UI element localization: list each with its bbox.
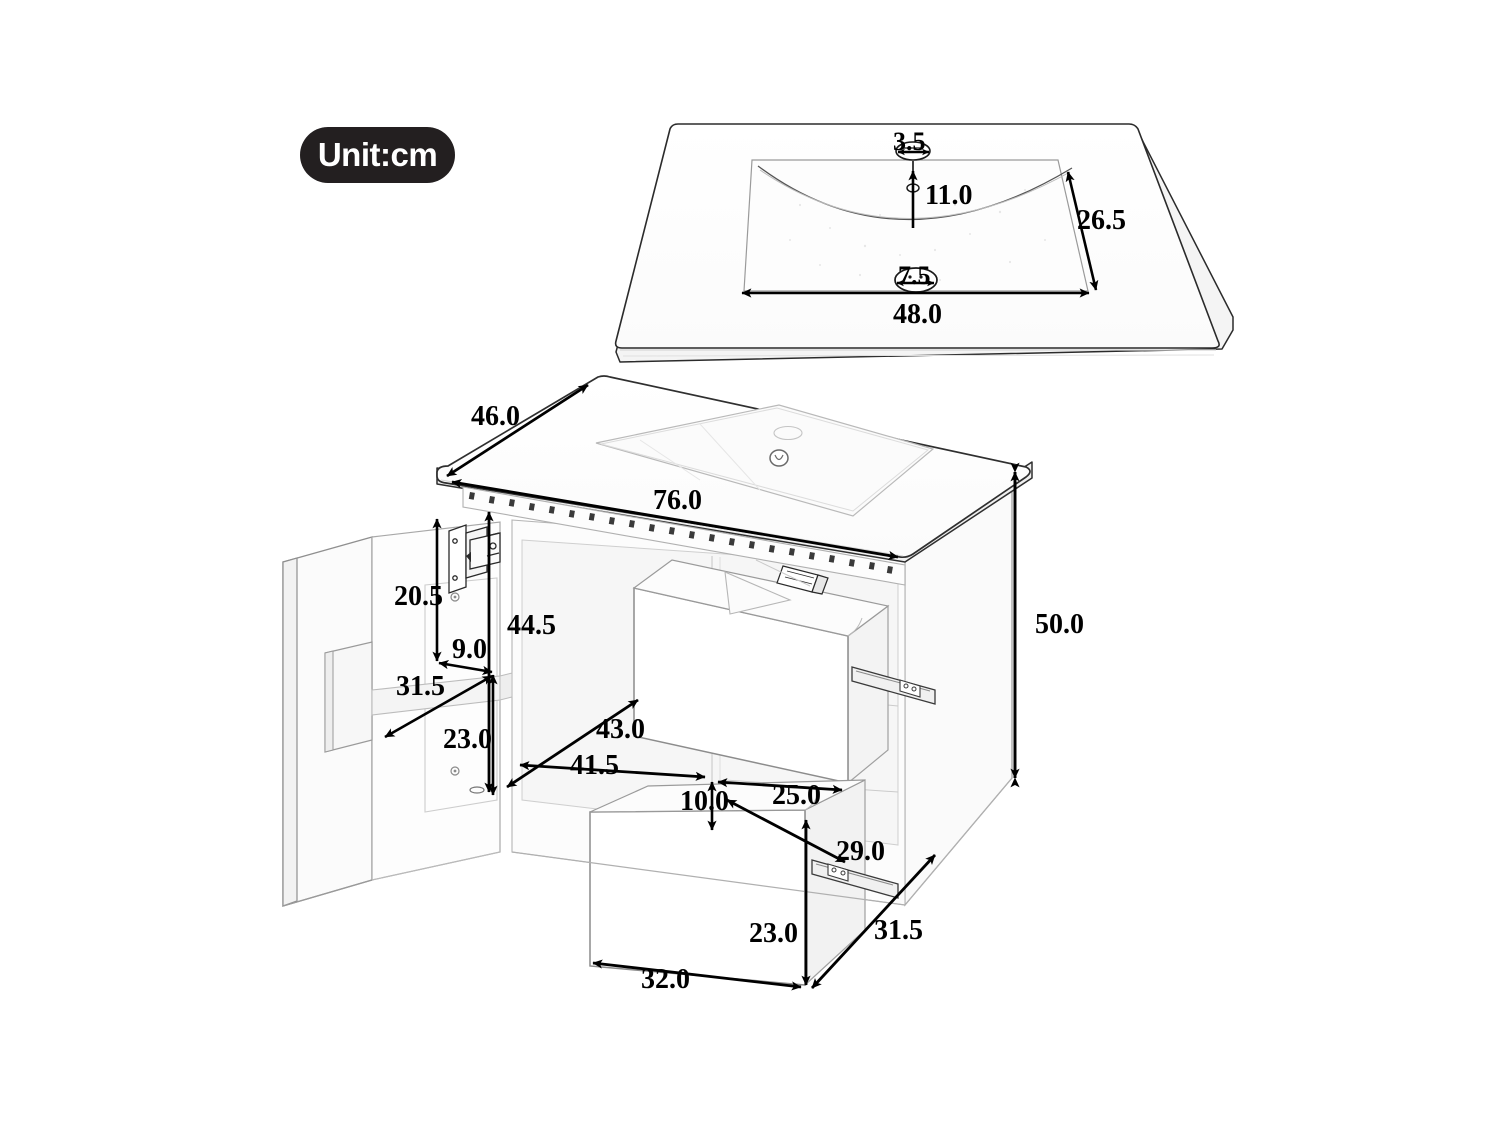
dim-label-drawer-slide-depth: 29.0 xyxy=(836,836,885,867)
drawer-bottom-open xyxy=(589,779,899,987)
dim-label-door-opening-height: 44.5 xyxy=(507,610,556,641)
drawer-slide-rail-top xyxy=(851,666,936,705)
dim-label-bottom-drawer-side: 31.5 xyxy=(874,915,923,946)
dim-label-hinge-offset: 20.5 xyxy=(394,581,443,612)
dim-label-bottom-drawer-width: 32.0 xyxy=(641,964,690,995)
dim-label-cabinet-depth: 46.0 xyxy=(471,401,520,432)
unit-badge-label: Unit:cm xyxy=(317,136,438,173)
dim-label-bottom-drawer-height: 23.0 xyxy=(749,918,798,949)
dim-label-shelf-offset: 9.0 xyxy=(452,634,487,665)
cabinet-door-open xyxy=(282,521,501,907)
dim-label-interior-width-lower: 41.5 xyxy=(570,750,619,781)
dim-label-drawer-gap: 10.0 xyxy=(680,786,729,817)
dim-label-cabinet-height: 50.0 xyxy=(1035,609,1084,640)
dim-label-faucet-hole-width: 3.5 xyxy=(893,127,926,156)
drawer-bracket-icon xyxy=(776,565,829,595)
dim-label-shelf-clearance: 23.0 xyxy=(443,724,492,755)
dim-label-shelf-depth: 31.5 xyxy=(396,671,445,702)
dim-label-interior-width-upper: 43.0 xyxy=(596,714,645,745)
top-view-dimension-arrows xyxy=(741,148,1099,298)
dim-label-basin-depth-side: 26.5 xyxy=(1077,205,1126,236)
cabinet-dimension-arrows xyxy=(384,383,1020,991)
dim-label-basin-depth-front: 11.0 xyxy=(925,180,973,211)
dim-label-drain-hole-width: 7.5 xyxy=(898,261,931,290)
dim-label-cabinet-width: 76.0 xyxy=(653,485,702,516)
dim-label-top-drawer-height: 25.0 xyxy=(772,780,821,811)
dim-label-basin-width: 48.0 xyxy=(893,299,942,330)
unit-badge: Unit:cm xyxy=(300,127,455,183)
